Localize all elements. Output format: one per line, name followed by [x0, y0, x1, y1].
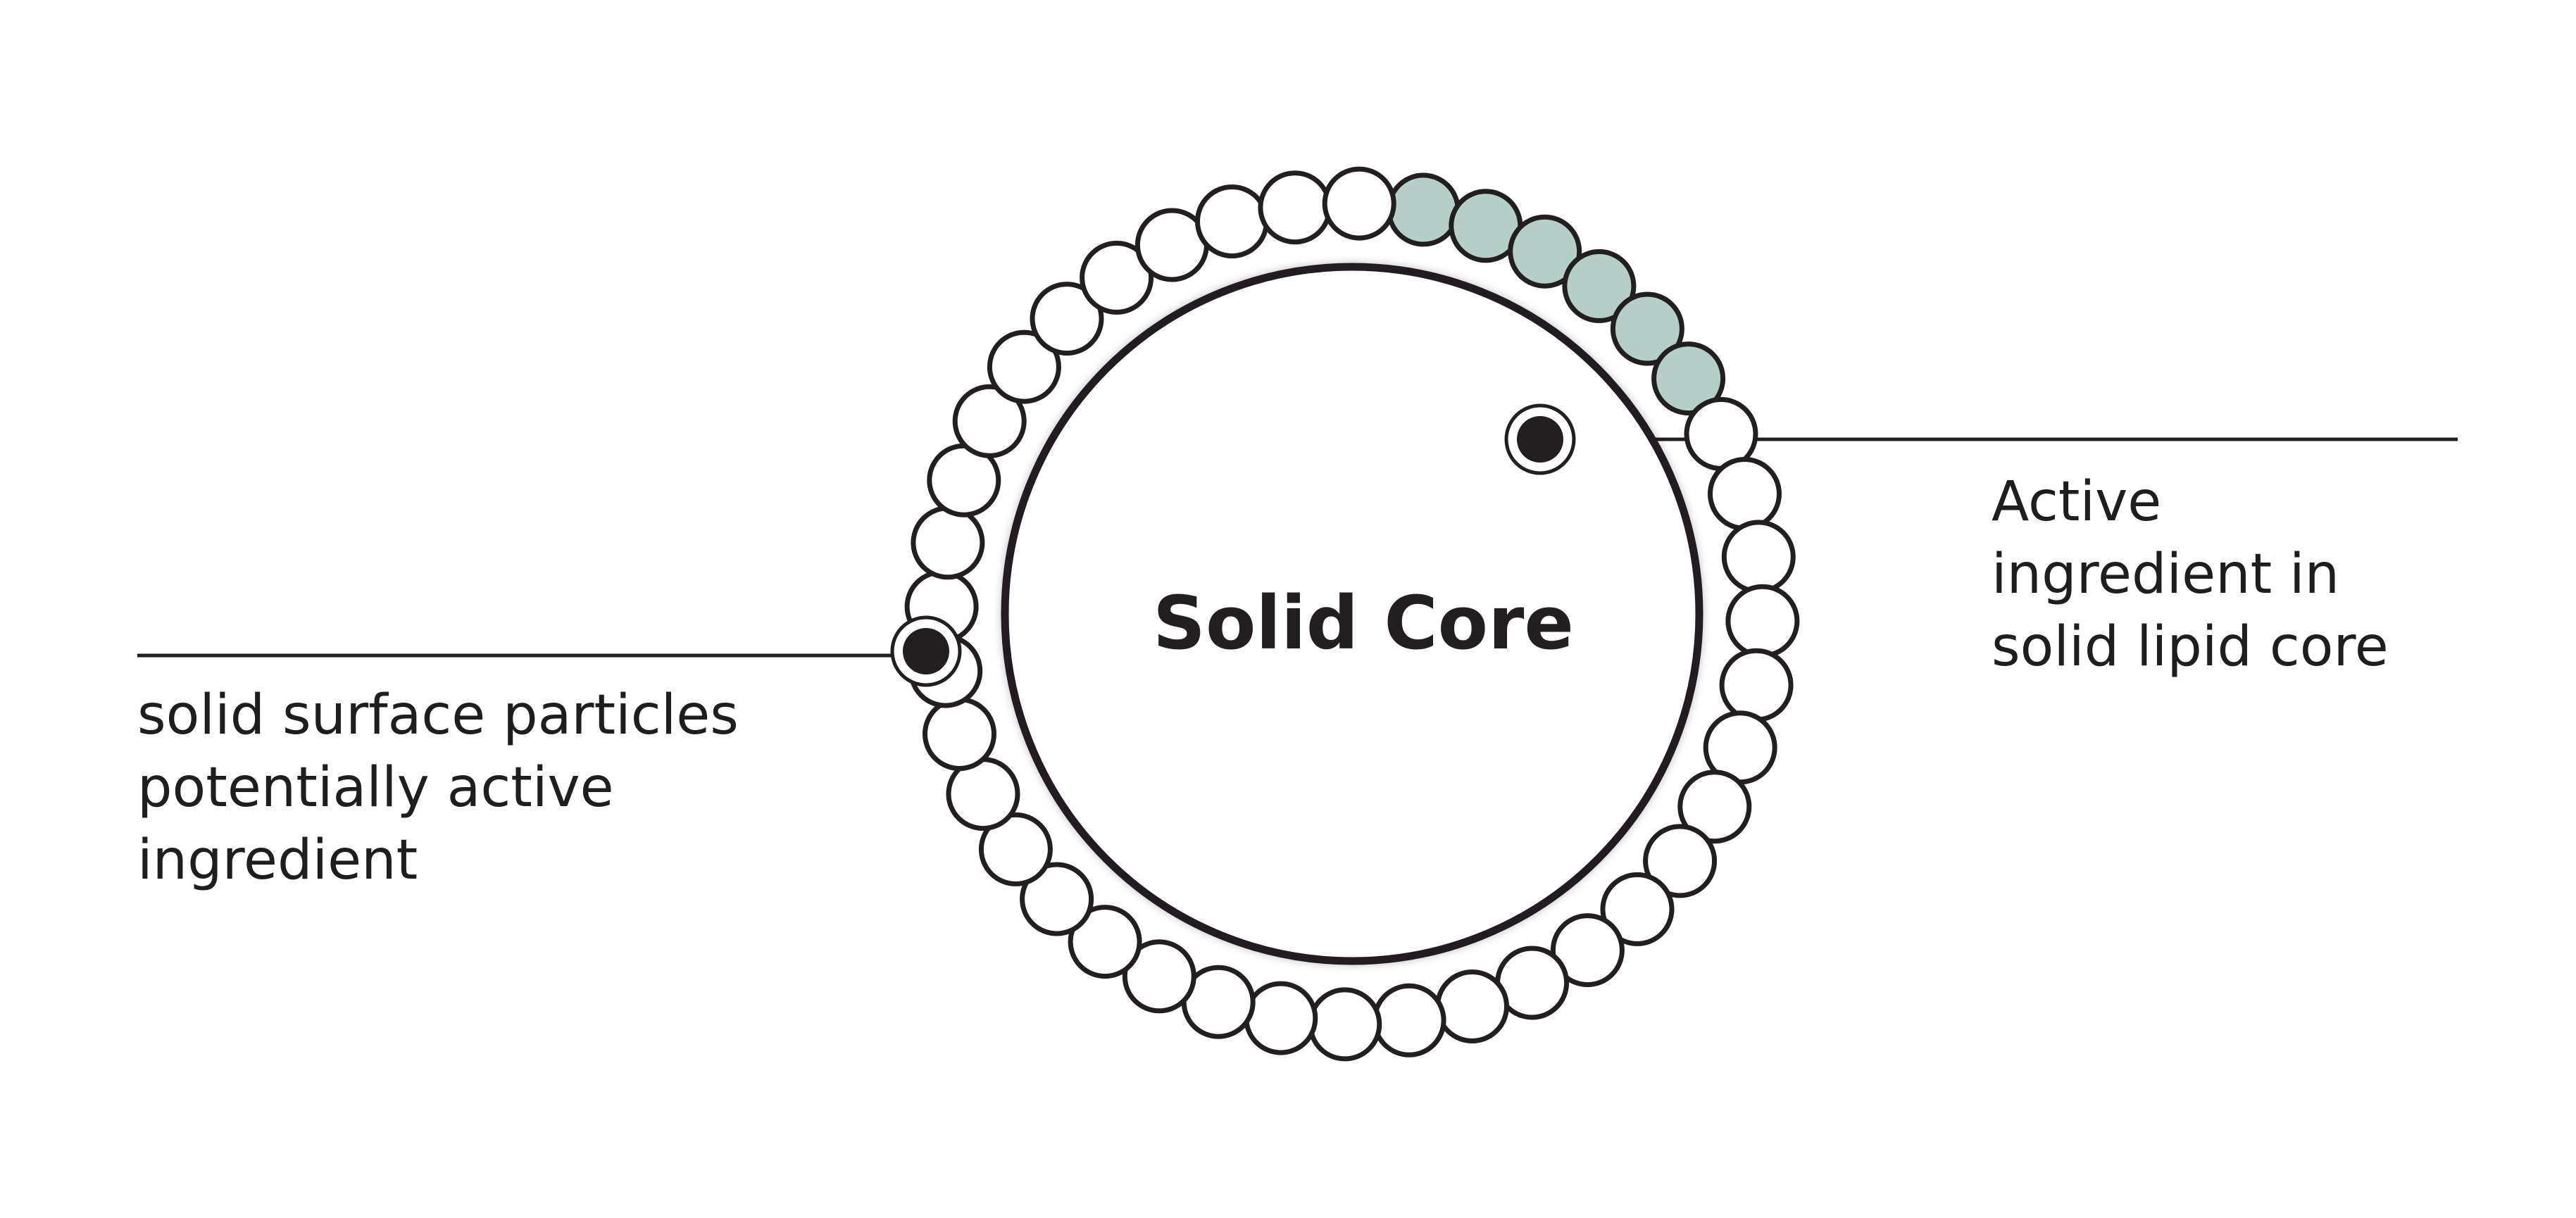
surface-particle: [1244, 981, 1318, 1055]
highlighted-surface-particle: [1610, 291, 1684, 366]
surface-particle: [1725, 584, 1800, 658]
surface-particle: [1080, 240, 1154, 315]
surface-particle: [1372, 983, 1446, 1057]
surface-particle: [1308, 987, 1382, 1062]
surface-particle: [1719, 648, 1794, 722]
surface-particle: [1721, 520, 1796, 594]
surface-particle: [923, 697, 996, 771]
surface-particle: [1643, 824, 1718, 898]
highlighted-surface-particle: [1562, 249, 1637, 323]
surface-particle: [1068, 905, 1142, 979]
highlighted-surface-particle: [1386, 172, 1461, 247]
surface-particle-ring: [904, 166, 1800, 1062]
callout-text-surface-particles: solid surface particles potentially acti…: [137, 684, 739, 892]
core-label: Solid Core: [1153, 580, 1574, 666]
surface-particle: [1322, 166, 1396, 241]
surface-particle: [1550, 913, 1625, 988]
surface-particle: [1677, 770, 1752, 844]
surface-particle: [911, 506, 985, 580]
surface-particle: [987, 329, 1061, 404]
active-ingredient-marker: [1504, 403, 1576, 475]
surface-particle: [1258, 170, 1332, 245]
surface-particle: [1435, 969, 1509, 1043]
surface-particle: [978, 812, 1053, 886]
callout-text-active-ingredient: Active ingredient in solid lipid core: [1992, 470, 2389, 679]
highlighted-surface-particle: [1651, 341, 1726, 416]
surface-particle: [952, 384, 1027, 458]
surface-particle: [1020, 862, 1094, 936]
surface-particle: [1195, 184, 1269, 258]
surface-particle: [1122, 939, 1196, 1014]
surface-particle: [1030, 282, 1104, 356]
surface-particle-marker: [890, 615, 962, 687]
surface-particle: [1600, 872, 1675, 946]
surface-particle: [1708, 457, 1782, 531]
highlighted-surface-particle: [1508, 214, 1582, 289]
